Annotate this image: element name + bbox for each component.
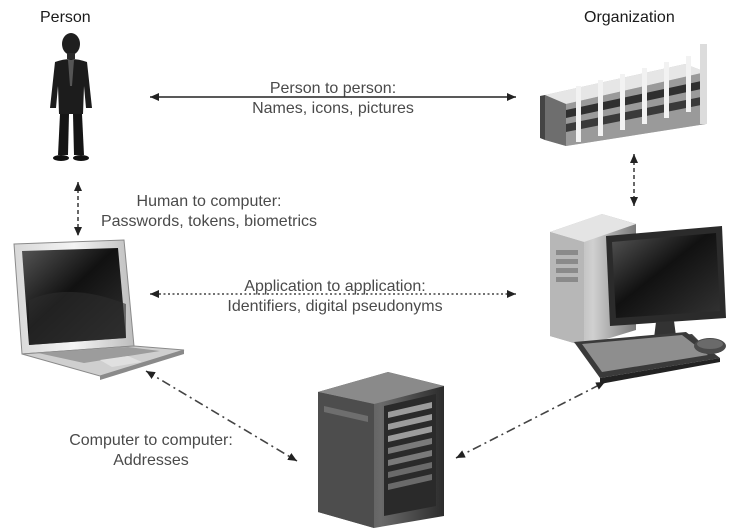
computer-to-computer-title: Computer to computer: [69,432,233,449]
person-to-person-detail: Names, icons, pictures [252,100,414,117]
human-to-computer-detail: Passwords, tokens, biometrics [100,213,318,230]
application-to-application-title: Application to application: [244,278,426,295]
human-to-computer-title: Human to computer: [136,193,282,210]
server-icon [318,372,444,528]
application-to-application-detail: Identifiers, digital pseudonyms [227,298,443,315]
person-to-person-title: Person to person: [269,80,397,97]
building-icon [540,44,707,146]
organization-label: Organization [584,9,675,26]
human-to-computer-label: Human to computer: Passwords, tokens, bi… [84,192,334,232]
desktop-computer-icon [550,214,726,384]
laptop-icon [13,239,185,380]
computer-to-computer-label: Computer to computer: Addresses [56,431,246,471]
person-label: Person [40,9,91,26]
computer-to-computer-detail: Addresses [113,452,189,469]
arrow-server-to-desktop [455,381,606,459]
arrow-laptop-to-server [145,370,298,462]
person-icon [50,33,92,161]
person-to-person-label: Person to person: Names, icons, pictures [208,79,458,119]
application-to-application-label: Application to application: Identifiers,… [200,277,470,317]
